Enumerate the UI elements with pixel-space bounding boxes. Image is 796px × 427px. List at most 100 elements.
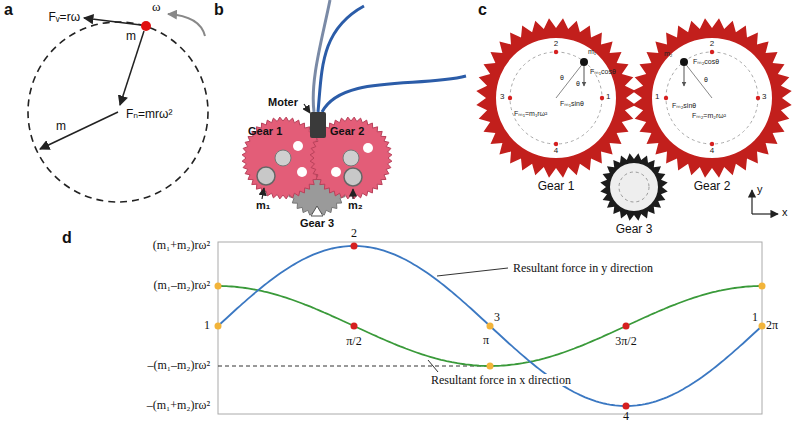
path-circle — [666, 52, 758, 144]
position-dot — [554, 142, 558, 146]
gear-hole — [293, 141, 303, 151]
tick-label: 3π/2 — [615, 335, 636, 347]
gear-label: Gear 3 — [616, 223, 653, 235]
wire — [322, 76, 466, 112]
rotation-arrow — [168, 14, 205, 36]
path-circle — [619, 172, 649, 202]
tick-label: –(m₁+m₂)rω² — [147, 399, 210, 411]
position-dot — [756, 96, 760, 100]
force-curve — [218, 286, 762, 366]
motor — [310, 112, 326, 138]
point-number: 2 — [351, 227, 357, 239]
tick-label: π/2 — [346, 335, 361, 347]
part-label: m₁ — [256, 200, 270, 211]
mass-weight — [344, 168, 362, 186]
point-dot — [215, 323, 222, 330]
position-dot — [508, 96, 512, 100]
radius-label: m — [56, 120, 66, 132]
radius-line — [556, 62, 584, 98]
orbit-circle — [28, 22, 208, 202]
position-number: 1 — [606, 93, 610, 101]
tick-label: –(m₁–m₂)rω² — [147, 359, 210, 371]
radius-arrow — [40, 112, 118, 149]
curve-label: Resultant force in y direction — [512, 262, 654, 274]
force-label: Fₘ₂=m₂rω² — [692, 112, 726, 119]
point-dot — [623, 403, 630, 410]
force-label: Fₘ₂sinθ — [672, 102, 696, 109]
gear-label: Gear 1 — [538, 180, 575, 192]
point-dot — [351, 323, 358, 330]
force-label: Fₙ=mrω² — [126, 108, 172, 120]
gear-shape — [600, 153, 667, 220]
gear-hole — [297, 167, 307, 177]
position-dot — [710, 142, 714, 146]
tick-label: (m₁+m₂)rω² — [153, 239, 210, 251]
curves — [218, 246, 762, 406]
point-dot — [487, 323, 494, 330]
point-number: 3 — [494, 311, 500, 323]
tick-label: π — [483, 334, 489, 346]
angle-label: θ — [576, 80, 580, 87]
mass-dot — [141, 21, 151, 31]
part-label: m₂ — [348, 200, 363, 211]
axis-label: x — [782, 207, 788, 218]
mass-weight — [257, 167, 275, 185]
mass-label: m₂ — [664, 50, 673, 57]
point-number: 4 — [623, 410, 629, 422]
position-number: 1 — [655, 93, 659, 101]
force-curve — [218, 246, 762, 406]
position-dot — [710, 50, 714, 54]
gear-hole — [363, 143, 373, 153]
part-label: Moter — [268, 97, 298, 108]
position-number: 3 — [500, 93, 504, 101]
position-number: 3 — [762, 93, 766, 101]
panel-letter: c — [478, 2, 487, 18]
panel-letter: a — [4, 2, 13, 18]
gear-hub — [343, 150, 359, 166]
leader-line — [262, 188, 264, 199]
position-dot — [664, 96, 668, 100]
force-label: Fₘ₁=m₁rω² — [514, 110, 547, 117]
tick-label: 2π — [766, 319, 778, 331]
force-arrow — [120, 31, 144, 105]
gear-hole — [331, 167, 341, 177]
mass-dot — [680, 58, 688, 66]
plot-frame — [218, 242, 762, 414]
symbol-label: ω — [152, 0, 161, 13]
gear-outline — [600, 153, 668, 221]
gear-node: Gear 3 — [600, 153, 668, 221]
gear-face — [610, 163, 658, 211]
position-number: 4 — [554, 147, 558, 155]
reference-line — [218, 366, 490, 367]
axis-arrow — [751, 190, 752, 214]
part-label: Gear 3 — [300, 218, 334, 229]
part-label: Gear 2 — [330, 126, 364, 137]
point-dot — [759, 323, 766, 330]
position-number: 4 — [710, 147, 714, 155]
mass-label: m₁ — [588, 48, 596, 55]
force-arrow — [84, 18, 141, 25]
tick-label: 1 — [204, 319, 210, 331]
force-label: Fₘ₂cosθ — [693, 58, 719, 65]
gear-hub — [275, 150, 291, 166]
gear-shape — [476, 18, 635, 177]
position-dot — [554, 50, 558, 54]
path-circle — [510, 52, 602, 144]
force-label: Fₘ₁cosθ — [590, 68, 616, 75]
force-label: Fᵥ=rω — [48, 11, 80, 23]
position-number: 2 — [710, 40, 714, 48]
leader-line — [437, 268, 508, 276]
force-arrow — [684, 66, 685, 86]
point-dot — [623, 323, 630, 330]
point-dot — [351, 243, 358, 250]
wire — [313, 0, 330, 112]
position-dot — [600, 96, 604, 100]
gear-label: Gear 2 — [694, 180, 731, 192]
point-dot — [215, 283, 222, 290]
leader-line — [352, 189, 353, 199]
panel-letter: d — [62, 230, 72, 246]
force-label: Fₘ₁sinθ — [560, 100, 584, 107]
leader-line — [304, 104, 310, 113]
mass-dot — [580, 58, 588, 66]
